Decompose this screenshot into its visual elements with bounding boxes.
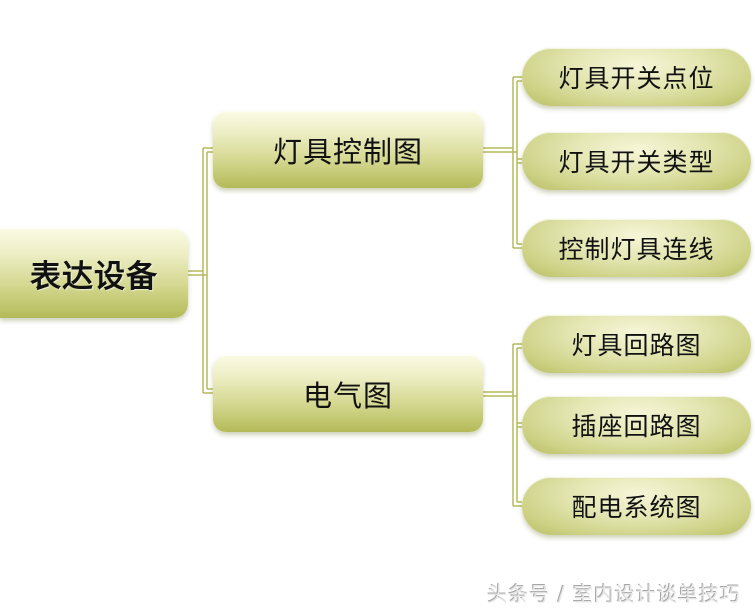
- connector-to-leaf-3: [513, 243, 522, 249]
- leaf-node-socket-circuit[interactable]: 插座回路图: [522, 396, 751, 454]
- leaf-node-label: 控制灯具连线: [558, 235, 715, 264]
- connector-to-leaf-1: [513, 76, 522, 82]
- leaf-node-switch-positions[interactable]: 灯具开关点位: [522, 48, 751, 106]
- leaf-node-label: 配电系统图: [571, 493, 702, 522]
- leaf-node-label: 灯具回路图: [571, 331, 702, 360]
- root-node[interactable]: 表达设备: [0, 228, 188, 318]
- connector-to-leaf-6: [513, 501, 522, 507]
- leaf-node-label: 插座回路图: [571, 412, 702, 441]
- connector-root-trunk: [188, 270, 207, 276]
- branch-node-label: 电气图: [302, 378, 393, 413]
- watermark: 头条号 / 室内设计谈单技巧: [487, 582, 741, 606]
- leaf-node-distribution-system[interactable]: 配电系统图: [522, 477, 751, 535]
- leaf-node-label: 灯具开关点位: [558, 64, 715, 93]
- connector-branch-2-trunk: [483, 391, 517, 397]
- connector-root-vertical: [202, 148, 208, 393]
- connector-branch-1-trunk: [483, 147, 517, 153]
- branch-node-label: 灯具控制图: [272, 134, 423, 169]
- connector-branch-2-vertical: [512, 344, 518, 506]
- connector-to-leaf-5: [517, 422, 522, 428]
- leaf-node-switch-types[interactable]: 灯具开关类型: [522, 132, 751, 190]
- connector-to-branch-1: [203, 147, 213, 153]
- branch-node-electrical[interactable]: 电气图: [213, 355, 483, 432]
- leaf-node-label: 灯具开关类型: [558, 148, 715, 177]
- connector-to-branch-2: [203, 388, 213, 394]
- connector-branch-1-vertical: [512, 77, 518, 248]
- connector-to-leaf-2: [517, 158, 522, 164]
- leaf-node-lighting-circuit[interactable]: 灯具回路图: [522, 315, 751, 373]
- leaf-node-control-wiring[interactable]: 控制灯具连线: [522, 219, 751, 277]
- connector-to-leaf-4: [513, 343, 522, 349]
- root-node-label: 表达设备: [30, 258, 158, 295]
- branch-node-lighting-control[interactable]: 灯具控制图: [213, 111, 483, 188]
